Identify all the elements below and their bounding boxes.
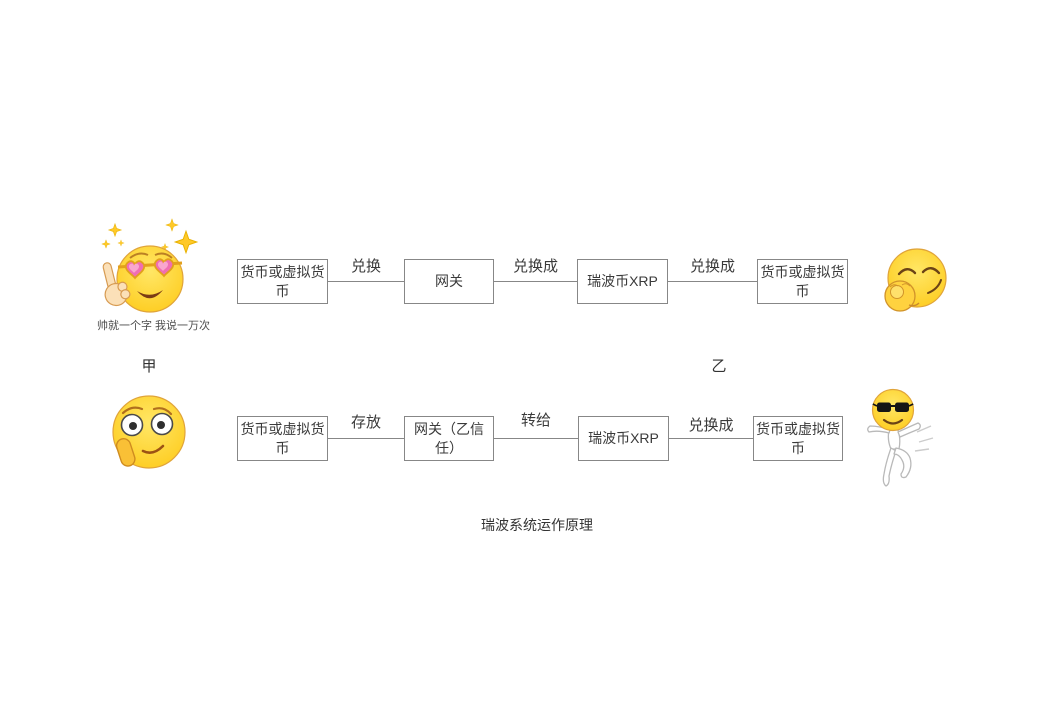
bottom-box-xrp: 瑞波币XRP bbox=[578, 416, 669, 461]
heart-lens-icon bbox=[124, 258, 175, 280]
bottom-connector-1 bbox=[328, 438, 404, 439]
bottom-box-gateway-trusted: 网关（乙信任） bbox=[404, 416, 494, 461]
chin-stroke-emoji-icon bbox=[112, 395, 186, 469]
sketch-body-icon bbox=[867, 422, 921, 487]
party-b-label: 乙 bbox=[711, 358, 727, 375]
fist-icon bbox=[884, 280, 920, 312]
top-connector-label-2: 兑换成 bbox=[512, 258, 558, 275]
heart-sunglasses-emoji-icon bbox=[101, 218, 199, 313]
top-connector-label-3: 兑换成 bbox=[689, 258, 735, 275]
bottom-connector-3 bbox=[669, 438, 753, 439]
pointing-finger-icon bbox=[102, 262, 131, 307]
top-connector-1 bbox=[328, 281, 404, 282]
emoji-caption: 帅就一个字 我说一万次 bbox=[97, 320, 211, 332]
motion-lines-icon bbox=[914, 425, 934, 452]
top-box-currency-2: 货币或虚拟货币 bbox=[757, 259, 848, 304]
bottom-connector-label-3: 兑换成 bbox=[688, 417, 734, 434]
bottom-connector-label-1: 存放 bbox=[350, 414, 381, 431]
top-connector-3 bbox=[668, 281, 757, 282]
kungfu-kick-emoji-icon bbox=[867, 388, 934, 487]
top-box-gateway: 网关 bbox=[404, 259, 494, 304]
sunglasses-icon bbox=[872, 402, 914, 412]
pointing-at-viewer-emoji-icon bbox=[884, 248, 947, 312]
bottom-connector-label-2: 转给 bbox=[520, 412, 551, 429]
bottom-box-currency-1: 货币或虚拟货币 bbox=[237, 416, 328, 461]
party-a-label: 甲 bbox=[141, 358, 157, 375]
diagram-title: 瑞波系统运作原理 bbox=[481, 517, 593, 533]
sparkles-icon bbox=[101, 218, 199, 255]
top-box-xrp: 瑞波币XRP bbox=[577, 259, 668, 304]
bottom-box-currency-2: 货币或虚拟货币 bbox=[753, 416, 843, 461]
top-connector-label-1: 兑换 bbox=[350, 258, 381, 275]
top-connector-2 bbox=[494, 281, 577, 282]
top-box-currency-1: 货币或虚拟货币 bbox=[237, 259, 328, 304]
bottom-connector-2 bbox=[494, 438, 578, 439]
thumb-icon bbox=[115, 438, 136, 467]
